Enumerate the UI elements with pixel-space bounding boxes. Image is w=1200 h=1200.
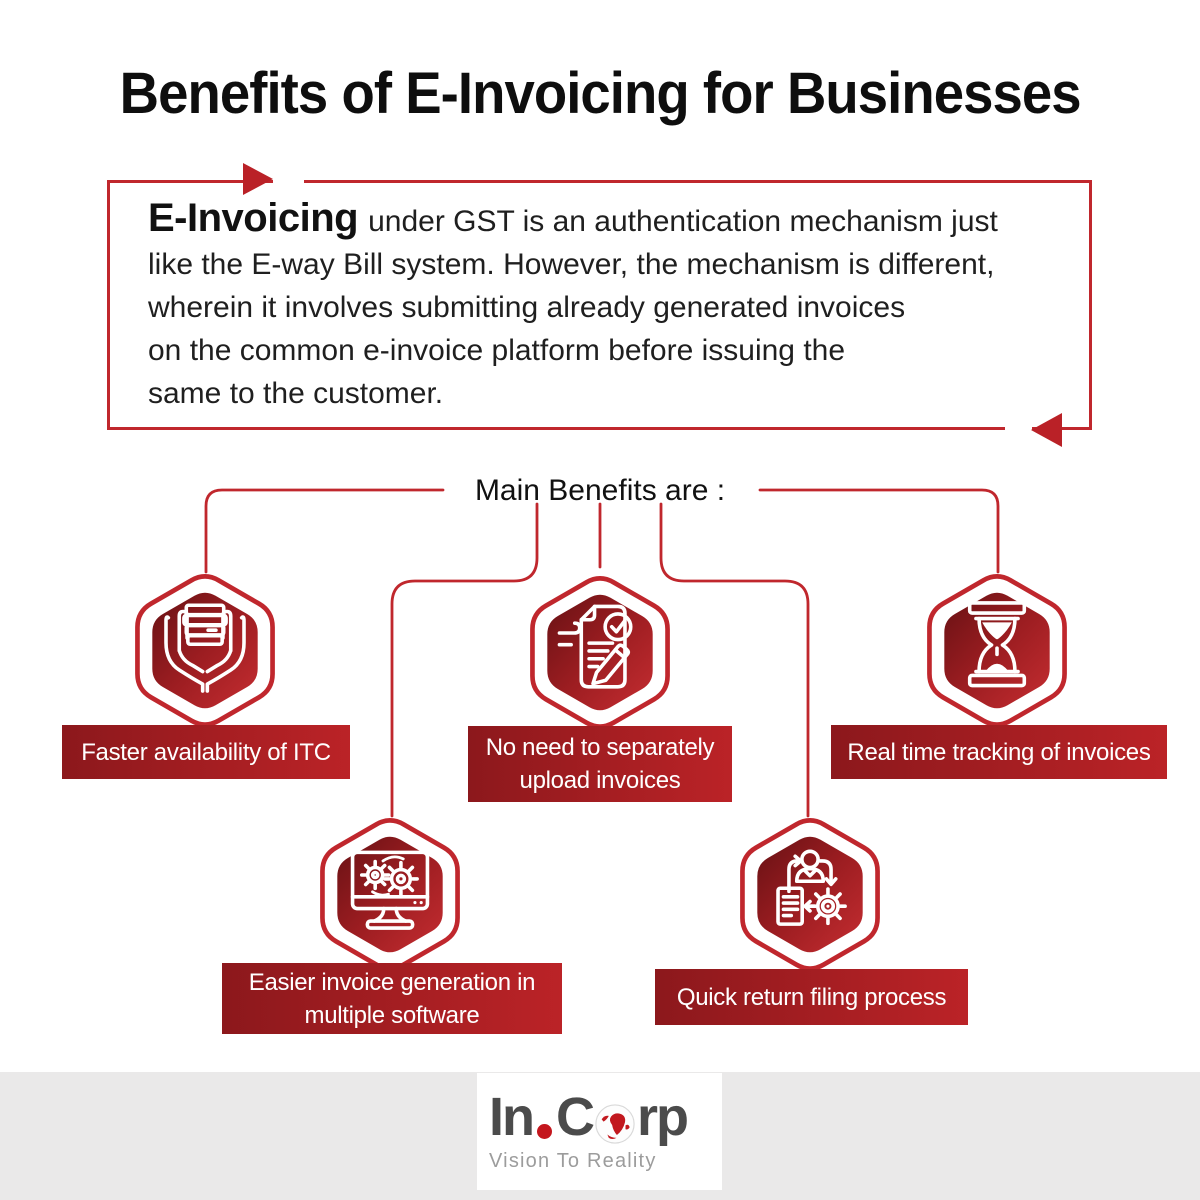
intro-line: same to the customer. bbox=[148, 377, 444, 410]
brand-tagline: Vision To Reality bbox=[489, 1150, 657, 1172]
benefits-heading: Main Benefits are : bbox=[474, 474, 726, 507]
intro-line: wherein it involves submitting already g… bbox=[148, 291, 906, 324]
benefit-label-itc: Faster availability of ITC bbox=[62, 725, 350, 779]
benefit-hexagon-tracking bbox=[919, 566, 1075, 735]
benefit-label-upload: No need to separately upload invoices bbox=[468, 726, 732, 802]
benefit-label-tracking: Real time tracking of invoices bbox=[831, 725, 1167, 779]
border-gap bbox=[1005, 425, 1032, 435]
page-title: Benefits of E-Invoicing for Businesses bbox=[119, 61, 1082, 126]
brand-dot-icon bbox=[537, 1124, 552, 1139]
benefit-hexagon-generation bbox=[312, 810, 468, 979]
arrow-left-icon bbox=[1031, 413, 1062, 447]
globe-icon bbox=[595, 1104, 635, 1144]
brand-text-c: C bbox=[556, 1087, 595, 1147]
brand-text-in: In bbox=[489, 1087, 535, 1147]
benefit-hexagon-upload bbox=[522, 568, 678, 737]
brand-text-rp: rp bbox=[637, 1087, 689, 1147]
arrow-right-icon bbox=[243, 163, 273, 195]
incorp-logo: In C rp Vision To Reality bbox=[477, 1073, 722, 1190]
brand-row: In C rp bbox=[489, 1083, 722, 1147]
intro-lead: E-Invoicing bbox=[148, 196, 359, 240]
intro-line: like the E-way Bill system. However, the… bbox=[148, 248, 995, 281]
border-gap bbox=[273, 176, 304, 186]
intro-line: on the common e-invoice platform before … bbox=[148, 334, 846, 367]
benefit-label-generation: Easier invoice generation in multiple so… bbox=[222, 963, 562, 1034]
benefit-hexagon-itc bbox=[127, 566, 283, 735]
benefit-hexagon-filing bbox=[732, 810, 888, 979]
benefit-label-filing: Quick return filing process bbox=[655, 969, 968, 1025]
